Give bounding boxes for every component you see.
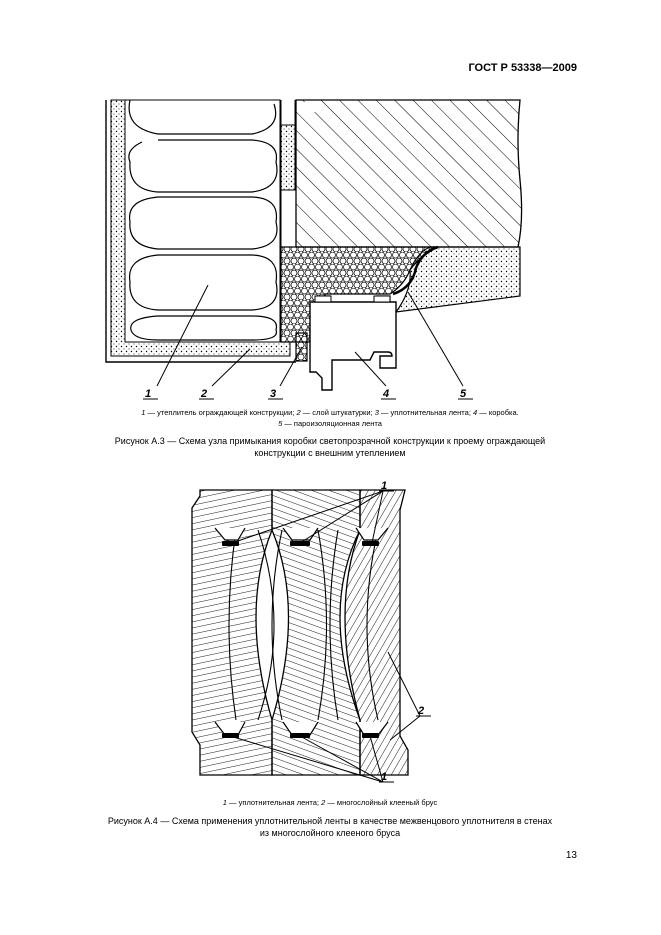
figure-a4-caption: Рисунок А.4 — Схема применения уплотните… — [107, 816, 553, 838]
figure-a3-legend: 1 — утеплитель ограждающей конструкции; … — [60, 407, 600, 429]
document-standard-id: ГОСТ Р 53338—2009 — [468, 62, 577, 74]
callout-a4-1-bottom: 1 — [381, 771, 387, 783]
upper-plaster-strip — [280, 124, 296, 191]
insulation-loops — [128, 99, 278, 341]
callout-a4-2: 2 — [417, 705, 424, 717]
callout-3: 3 — [270, 388, 276, 400]
beam-left — [191, 489, 273, 776]
legend-a3-line2: 5 — пароизоляционная лента — [278, 419, 382, 428]
sealing-tapes — [222, 541, 379, 738]
wall-outer-line — [105, 100, 296, 363]
callout-2: 2 — [200, 388, 207, 400]
callout-1: 1 — [145, 388, 151, 400]
window-frame — [309, 301, 397, 391]
callout-leaders — [156, 284, 464, 387]
callout-5: 5 — [460, 388, 467, 400]
figure-a3-caption: Рисунок А.3 — Схема узла примыкания коро… — [114, 436, 546, 458]
figure-a3-drawing: 1 2 3 4 5 — [105, 99, 523, 400]
callout-a4-1-top: 1 — [381, 480, 387, 492]
beam-right — [344, 489, 409, 776]
figure-a4-drawing: 1 2 1 — [191, 480, 431, 783]
vapor-barrier-tape — [392, 245, 439, 296]
leaders-a4 — [229, 490, 431, 783]
page-number: 13 — [565, 850, 577, 861]
masonry-wall — [295, 99, 523, 248]
callout-4: 4 — [382, 388, 389, 400]
lamella-lines — [228, 529, 379, 721]
figure-a4-legend: 1 — уплотнительная лента; 2 — многослойн… — [222, 798, 438, 807]
legend-a3-line1: 1 — утеплитель ограждающей конструкции; … — [141, 408, 519, 417]
insulation-panel — [124, 99, 281, 343]
